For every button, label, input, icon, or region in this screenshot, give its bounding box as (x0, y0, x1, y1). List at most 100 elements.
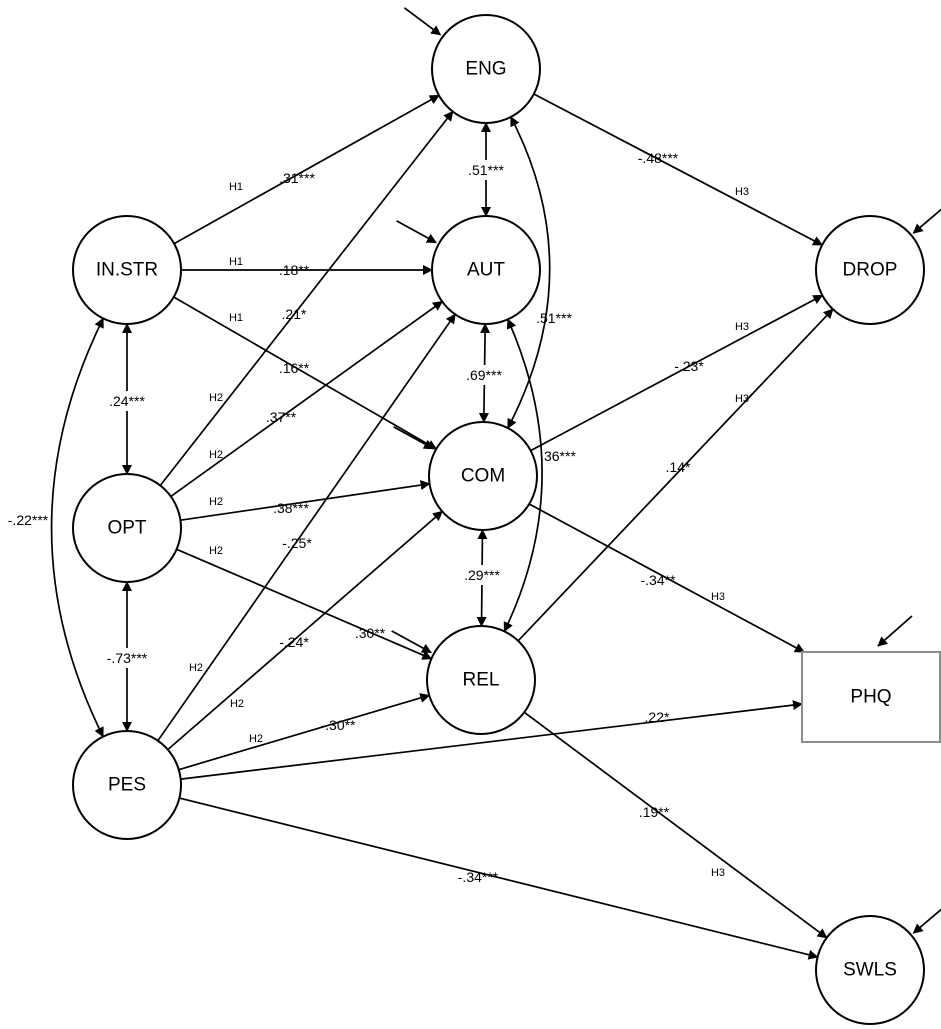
node-label: IN.STR (96, 260, 158, 281)
path-com-drop (530, 294, 824, 452)
coef-backdrop (450, 365, 518, 385)
coef-backdrop (452, 160, 520, 180)
hyp-pes-aut: H2 (189, 662, 203, 674)
path-opt-rel (176, 548, 433, 660)
residual-arrow-drop (912, 208, 941, 234)
coef-instr-aut: .18** (279, 262, 310, 278)
residual-arrow-com (393, 426, 434, 450)
hyp-instr-eng: H1 (229, 181, 243, 193)
coef-aut-rel: .36*** (540, 448, 576, 464)
hyp-instr-aut: H1 (229, 256, 243, 268)
node-instr: IN.STR (72, 215, 182, 325)
correlation-instr-pes (50, 317, 104, 738)
node-circle (815, 915, 925, 1025)
node-drop: DROP (815, 215, 925, 325)
coef-eng-com: .51*** (536, 310, 572, 326)
node-label: SWLS (843, 960, 897, 981)
hyp-pes-com: H2 (230, 698, 244, 710)
path-opt-eng (159, 110, 454, 486)
path-pes-com (167, 510, 443, 751)
coef-rel-drop: .14* (666, 459, 691, 475)
hyp-opt-eng: H2 (209, 392, 223, 404)
coef-com-phq: -.34** (640, 572, 676, 588)
residual-arrow-aut (396, 220, 437, 244)
node-circle (815, 215, 925, 325)
coef-backdrop (448, 565, 516, 585)
node-circle (72, 215, 182, 325)
coef-pes-phq: .22* (645, 709, 670, 725)
path-instr-eng (173, 94, 440, 245)
correlation-eng-com (507, 116, 551, 429)
coef-opt-com: .38*** (273, 500, 309, 516)
node-circle (72, 473, 182, 583)
coef-backdrop (93, 648, 161, 668)
residual-arrow-rel (391, 630, 432, 654)
path-eng-drop (533, 93, 824, 246)
node-opt: OPT (72, 473, 182, 583)
node-label: AUT (467, 260, 505, 281)
coef-eng-drop: -.48*** (638, 150, 679, 166)
path-pes-rel (178, 693, 431, 771)
node-label: COM (461, 466, 505, 487)
coef-pes-aut: -.25* (282, 535, 312, 551)
node-pes: PES (72, 730, 182, 840)
coef-backdrop (93, 391, 161, 411)
node-label: DROP (843, 260, 898, 281)
hyp-instr-com: H1 (229, 312, 243, 324)
hyp-opt-aut: H2 (209, 449, 223, 461)
coef-opt-eng: .21* (282, 306, 307, 322)
node-eng: ENG (431, 14, 541, 124)
coef-instr-eng: .31*** (279, 170, 315, 186)
path-pes-swls (179, 797, 819, 960)
correlation-aut-rel (503, 318, 543, 633)
path-pes-phq (180, 700, 803, 780)
node-box (801, 651, 941, 743)
coef-instr-com: .16** (279, 360, 310, 376)
residual-arrow-eng (403, 7, 442, 36)
coef-pes-rel: -.30** (320, 717, 356, 733)
coef-pes-com: -.24* (279, 634, 309, 650)
hyp-opt-rel: H2 (209, 545, 223, 557)
coef-com-drop: -.23* (674, 358, 704, 374)
hyp-eng-drop: H3 (735, 186, 749, 198)
node-label: PHQ (850, 687, 891, 708)
node-label: PES (108, 775, 146, 796)
coef-instr-pes: -.22*** (8, 512, 49, 528)
path-rel-drop (517, 308, 834, 642)
path-instr-com (173, 296, 438, 450)
coef-instr-opt: .24*** (109, 393, 145, 409)
node-com: COM (428, 421, 538, 531)
path-opt-aut (170, 300, 443, 498)
hyp-com-phq: H3 (711, 591, 725, 603)
hyp-com-drop: H3 (735, 321, 749, 333)
node-aut: AUT (431, 215, 541, 325)
hyp-opt-com: H2 (209, 496, 223, 508)
hyp-rel-swls: H3 (711, 867, 725, 879)
path-rel-swls (523, 711, 828, 939)
node-circle (431, 215, 541, 325)
node-swls: SWLS (815, 915, 925, 1025)
path-pes-aut (157, 313, 456, 742)
coef-opt-rel: .30** (355, 625, 386, 641)
residual-arrow-swls (912, 908, 941, 934)
node-circle (426, 625, 536, 735)
node-label: ENG (465, 59, 506, 80)
residual-arrow-phq (877, 615, 913, 647)
coef-aut-com: .69*** (466, 367, 502, 383)
node-circle (431, 14, 541, 124)
coef-pes-swls: -.34*** (458, 869, 499, 885)
node-circle (72, 730, 182, 840)
coef-rel-swls: .19** (639, 804, 670, 820)
coef-eng-aut: .51*** (468, 162, 504, 178)
node-circle (428, 421, 538, 531)
node-label: OPT (107, 518, 146, 539)
coef-com-rel: .29*** (464, 567, 500, 583)
path-opt-com (180, 480, 431, 522)
hyp-pes-rel: H2 (249, 733, 263, 745)
node-label: REL (463, 670, 500, 691)
coef-opt-aut: .37** (266, 409, 297, 425)
hyp-rel-drop: H3 (735, 393, 749, 405)
coef-opt-pes: -.73*** (107, 650, 148, 666)
path-com-phq (528, 503, 805, 653)
